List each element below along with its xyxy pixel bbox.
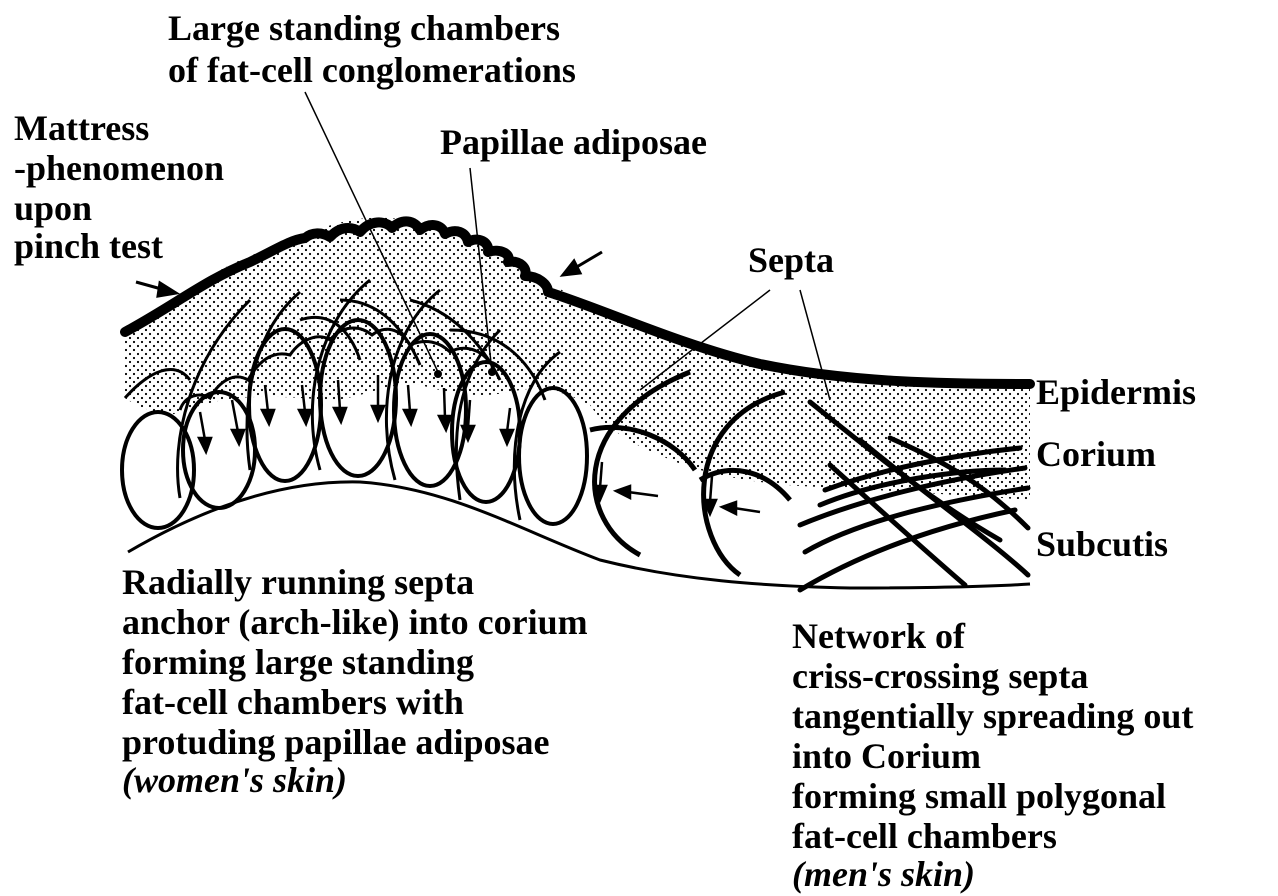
label-epidermis: Epidermis	[1036, 372, 1196, 412]
leader-dot-chamber	[434, 370, 442, 378]
caption-men-tag: (men's skin)	[792, 854, 975, 894]
caption-men: Network of criss-crossing septa tangenti…	[792, 616, 1202, 856]
label-septa: Septa	[748, 240, 834, 280]
caption-women-tag: (women's skin)	[122, 760, 347, 800]
label-papillae: Papillae adiposae	[440, 122, 707, 162]
leader-dot-papilla	[488, 368, 496, 376]
label-subcutis: Subcutis	[1036, 524, 1168, 564]
label-corium: Corium	[1036, 434, 1156, 474]
label-mattress: Mattress -phenomenon upon pinch test	[14, 108, 233, 266]
caption-women: Radially running septa anchor (arch-like…	[122, 562, 597, 762]
label-large-chambers: Large standing chambers of fat-cell cong…	[168, 8, 576, 90]
